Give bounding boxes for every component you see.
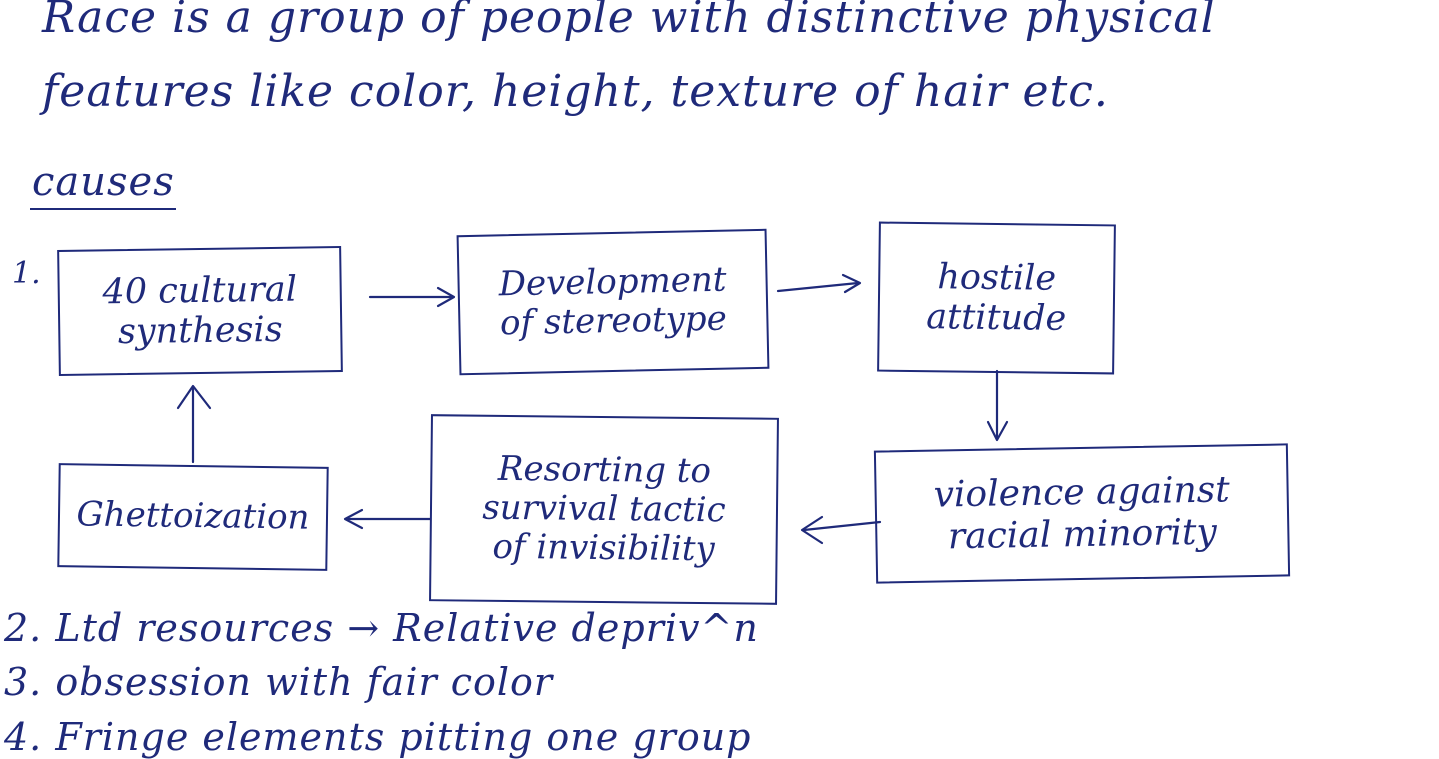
cause-item-3: 3. obsession with fair color: [4, 660, 554, 704]
flow-node-label: violence against racial minority: [933, 469, 1231, 557]
flow-node-violence-against-racial-minority: violence against racial minority: [873, 443, 1291, 584]
causes-heading: causes: [32, 159, 175, 205]
cause-item-2: 2. Ltd resources → Relative depriv^n: [4, 606, 759, 650]
flow-node-label: Ghettoization: [76, 494, 310, 539]
arrow-n6-to-n1: [176, 384, 212, 464]
arrow-n1-to-n2: [368, 286, 456, 308]
causes-underline: [30, 208, 176, 210]
intro-line-2: features like color, height, texture of …: [42, 66, 1109, 117]
flow-node-cultural-synthesis: 40 cultural synthesis: [57, 246, 343, 376]
intro-line-1: Race is a group of people with distincti…: [42, 0, 1216, 43]
flow-node-ghettoization: Ghettoization: [57, 463, 329, 571]
arrow-n3-to-n4: [986, 369, 1009, 442]
flow-node-label: hostile attitude: [926, 257, 1067, 339]
flow-node-hostile-attitude: hostile attitude: [877, 221, 1116, 375]
cause-item-4: 4. Fringe elements pitting one group: [4, 715, 752, 759]
cause-number-1: 1.: [12, 256, 41, 291]
flow-node-label: Development of stereotype: [498, 259, 728, 344]
arrow-n5-to-n6: [343, 508, 432, 530]
arrow-n4-to-n5: [800, 515, 882, 545]
arrow-n2-to-n3: [776, 273, 862, 294]
flow-node-survival-tactic-invisibility: Resorting to survival tactic of invisibi…: [429, 414, 779, 605]
flow-node-development-of-stereotype: Development of stereotype: [456, 228, 770, 376]
flow-node-label: Resorting to survival tactic of invisibi…: [482, 448, 726, 570]
flow-node-label: 40 cultural synthesis: [102, 269, 298, 353]
